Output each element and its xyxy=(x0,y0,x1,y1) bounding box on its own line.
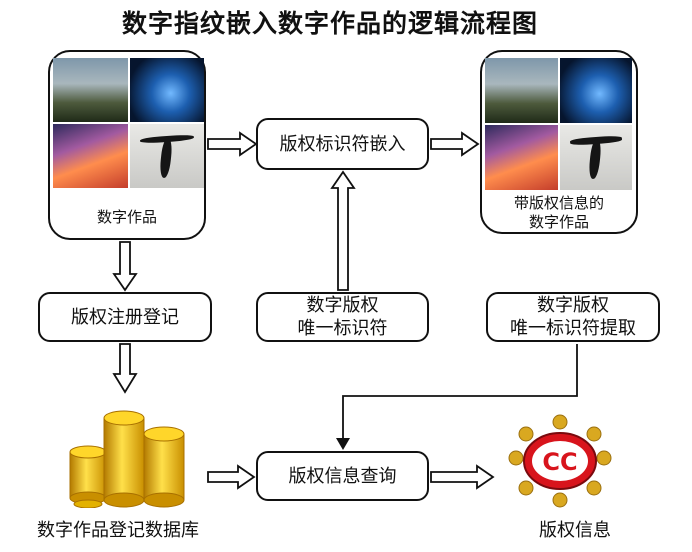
copyright-works-caption-1: 带版权信息的 xyxy=(513,194,604,212)
cc-badge-text: CC xyxy=(542,448,577,476)
copyright-register-box: 版权注册登记 xyxy=(38,292,212,342)
artwork-thumbnail xyxy=(53,58,128,122)
identifier-extract-line-2: 唯一标识符提取 xyxy=(510,318,636,339)
unique-identifier-line-2: 唯一标识符 xyxy=(297,318,388,339)
identifier-extract-box: 数字版权 唯一标识符提取 xyxy=(486,292,660,342)
unique-identifier-box: 数字版权 唯一标识符 xyxy=(256,292,429,342)
gold-coins-icon xyxy=(69,410,185,508)
artwork-thumbnails xyxy=(53,58,204,188)
copyright-embed-box: 版权标识符嵌入 xyxy=(256,118,429,170)
copyright-info-label: 版权信息 xyxy=(539,520,611,541)
artwork-thumbnail xyxy=(485,125,558,190)
unique-identifier-line-1: 数字版权 xyxy=(306,295,379,316)
digital-works-card: 数字作品 xyxy=(48,50,206,240)
copyright-query-box: 版权信息查询 xyxy=(256,451,429,501)
arrow-register-to-database xyxy=(112,343,138,394)
arrow-works-to-register xyxy=(112,241,138,292)
database-label: 数字作品登记数据库 xyxy=(37,520,199,541)
arrow-identifier-to-embed xyxy=(330,170,356,291)
copyright-works-card: 带版权信息的 数字作品 xyxy=(480,50,638,234)
arrow-query-to-info xyxy=(430,464,495,490)
digital-works-caption: 数字作品 xyxy=(96,208,157,226)
arrow-works-to-embed xyxy=(207,131,258,157)
arrow-database-to-query xyxy=(207,464,256,490)
artwork-thumbnail xyxy=(559,58,632,123)
artwork-thumbnail xyxy=(485,58,558,123)
artwork-thumbnails xyxy=(485,58,632,190)
copyright-works-caption-2: 数字作品 xyxy=(528,213,589,231)
page-title: 数字指纹嵌入数字作品的逻辑流程图 xyxy=(121,9,538,38)
identifier-extract-line-1: 数字版权 xyxy=(537,295,609,316)
artwork-thumbnail xyxy=(559,125,632,190)
arrow-embed-to-output xyxy=(430,131,480,157)
cc-badge-icon: CC xyxy=(508,414,612,508)
artwork-thumbnail xyxy=(53,124,128,188)
artwork-thumbnail xyxy=(129,124,204,188)
arrow-extract-to-query xyxy=(342,344,578,440)
artwork-thumbnail xyxy=(129,58,204,122)
